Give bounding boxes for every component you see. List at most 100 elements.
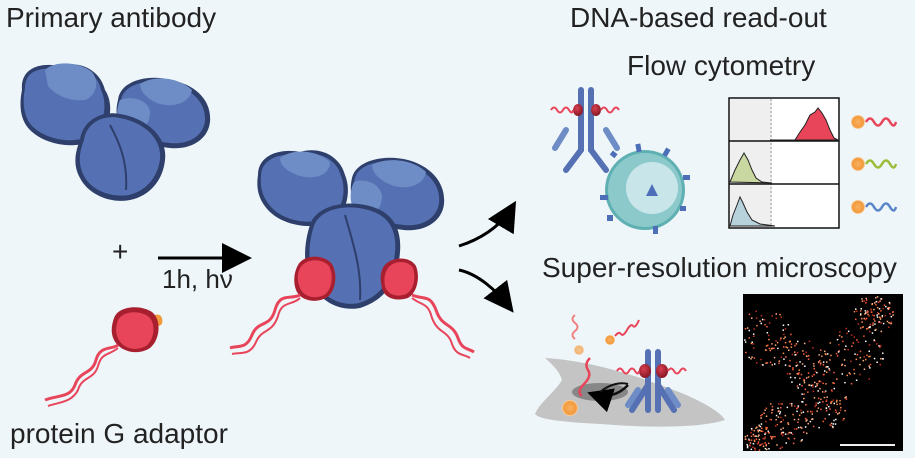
localization-point <box>753 440 756 443</box>
localization-point <box>865 318 867 321</box>
localization-point <box>836 399 838 402</box>
localization-point <box>793 418 796 421</box>
flow-cytometry-label: Flow cytometry <box>627 50 816 81</box>
localization-point <box>765 407 768 410</box>
localization-point <box>822 391 824 393</box>
localization-point <box>784 336 786 338</box>
localization-point <box>875 297 877 299</box>
localization-point <box>853 372 856 375</box>
localization-point <box>760 430 762 432</box>
localization-point <box>808 355 810 357</box>
localization-point <box>833 402 835 405</box>
localization-point <box>755 438 758 440</box>
localization-point <box>760 417 762 419</box>
localization-point <box>771 408 774 411</box>
localization-point <box>758 425 761 427</box>
localization-point <box>889 313 891 315</box>
localization-point <box>754 449 757 451</box>
localization-point <box>805 420 807 422</box>
flow-histogram-panel <box>728 97 840 229</box>
localization-point <box>808 384 811 386</box>
localization-point <box>833 419 835 422</box>
localization-point <box>815 402 817 404</box>
localization-point <box>797 426 800 429</box>
localization-point <box>801 439 803 441</box>
localization-point <box>816 382 819 385</box>
localization-point <box>751 429 753 431</box>
localization-point <box>838 350 840 352</box>
localization-point <box>812 347 814 349</box>
localization-point <box>890 322 892 325</box>
localization-point <box>812 384 814 386</box>
localization-point <box>768 448 770 450</box>
localization-point <box>806 419 808 421</box>
localization-point <box>856 354 859 356</box>
localization-point <box>765 443 767 446</box>
arrow-to-flow-cytometry <box>458 200 517 248</box>
localization-point <box>772 436 774 438</box>
localization-point <box>850 360 852 363</box>
localization-point <box>835 401 838 403</box>
localization-point <box>750 427 753 430</box>
localization-point <box>853 310 856 313</box>
localization-point <box>791 353 794 356</box>
localization-point <box>753 357 756 359</box>
localization-point <box>791 403 793 405</box>
localization-point <box>807 422 809 425</box>
localization-point <box>834 423 837 425</box>
localization-point <box>853 336 856 338</box>
localization-point <box>819 364 822 366</box>
localization-point <box>856 339 858 341</box>
localization-point <box>825 383 827 385</box>
localization-point <box>880 330 882 333</box>
localization-point <box>755 427 757 429</box>
localization-point <box>828 405 830 408</box>
localization-point <box>865 340 867 343</box>
localization-point <box>795 343 798 345</box>
localization-point <box>755 317 758 319</box>
localization-point <box>803 380 805 382</box>
localization-point <box>769 361 772 364</box>
localization-point <box>822 382 824 385</box>
localization-point <box>836 338 839 341</box>
localization-point <box>869 363 872 366</box>
localization-point <box>758 438 761 441</box>
localization-point <box>873 357 876 360</box>
localization-point <box>790 343 793 345</box>
localization-point <box>777 416 780 418</box>
localization-point <box>863 317 865 320</box>
localization-point <box>818 380 820 383</box>
localization-point <box>881 315 884 317</box>
localization-point <box>859 310 862 312</box>
localization-point <box>764 447 767 450</box>
localization-point <box>824 418 826 420</box>
localization-point <box>868 365 870 367</box>
localization-point <box>775 418 777 421</box>
localization-point <box>868 355 870 358</box>
green-dna-probe <box>851 157 898 171</box>
localization-point <box>871 332 874 334</box>
localization-point <box>845 327 847 330</box>
localization-point <box>869 330 871 333</box>
localization-point <box>781 446 783 448</box>
localization-point <box>771 436 773 439</box>
localization-point <box>838 344 840 346</box>
localization-point <box>780 337 782 339</box>
localization-point <box>786 347 789 349</box>
localization-point <box>770 348 773 350</box>
localization-point <box>762 445 765 448</box>
localization-point <box>871 303 874 305</box>
localization-point <box>820 408 822 411</box>
localization-point <box>865 317 868 320</box>
localization-point <box>844 409 846 412</box>
localization-point <box>879 300 881 302</box>
localization-point <box>831 400 833 403</box>
localization-point <box>757 442 760 445</box>
localization-point <box>763 412 765 414</box>
localization-point <box>746 434 749 437</box>
localization-point <box>873 318 875 320</box>
localization-point <box>814 405 816 408</box>
localization-point <box>782 431 784 434</box>
localization-point <box>799 361 801 363</box>
localization-point <box>825 366 827 368</box>
